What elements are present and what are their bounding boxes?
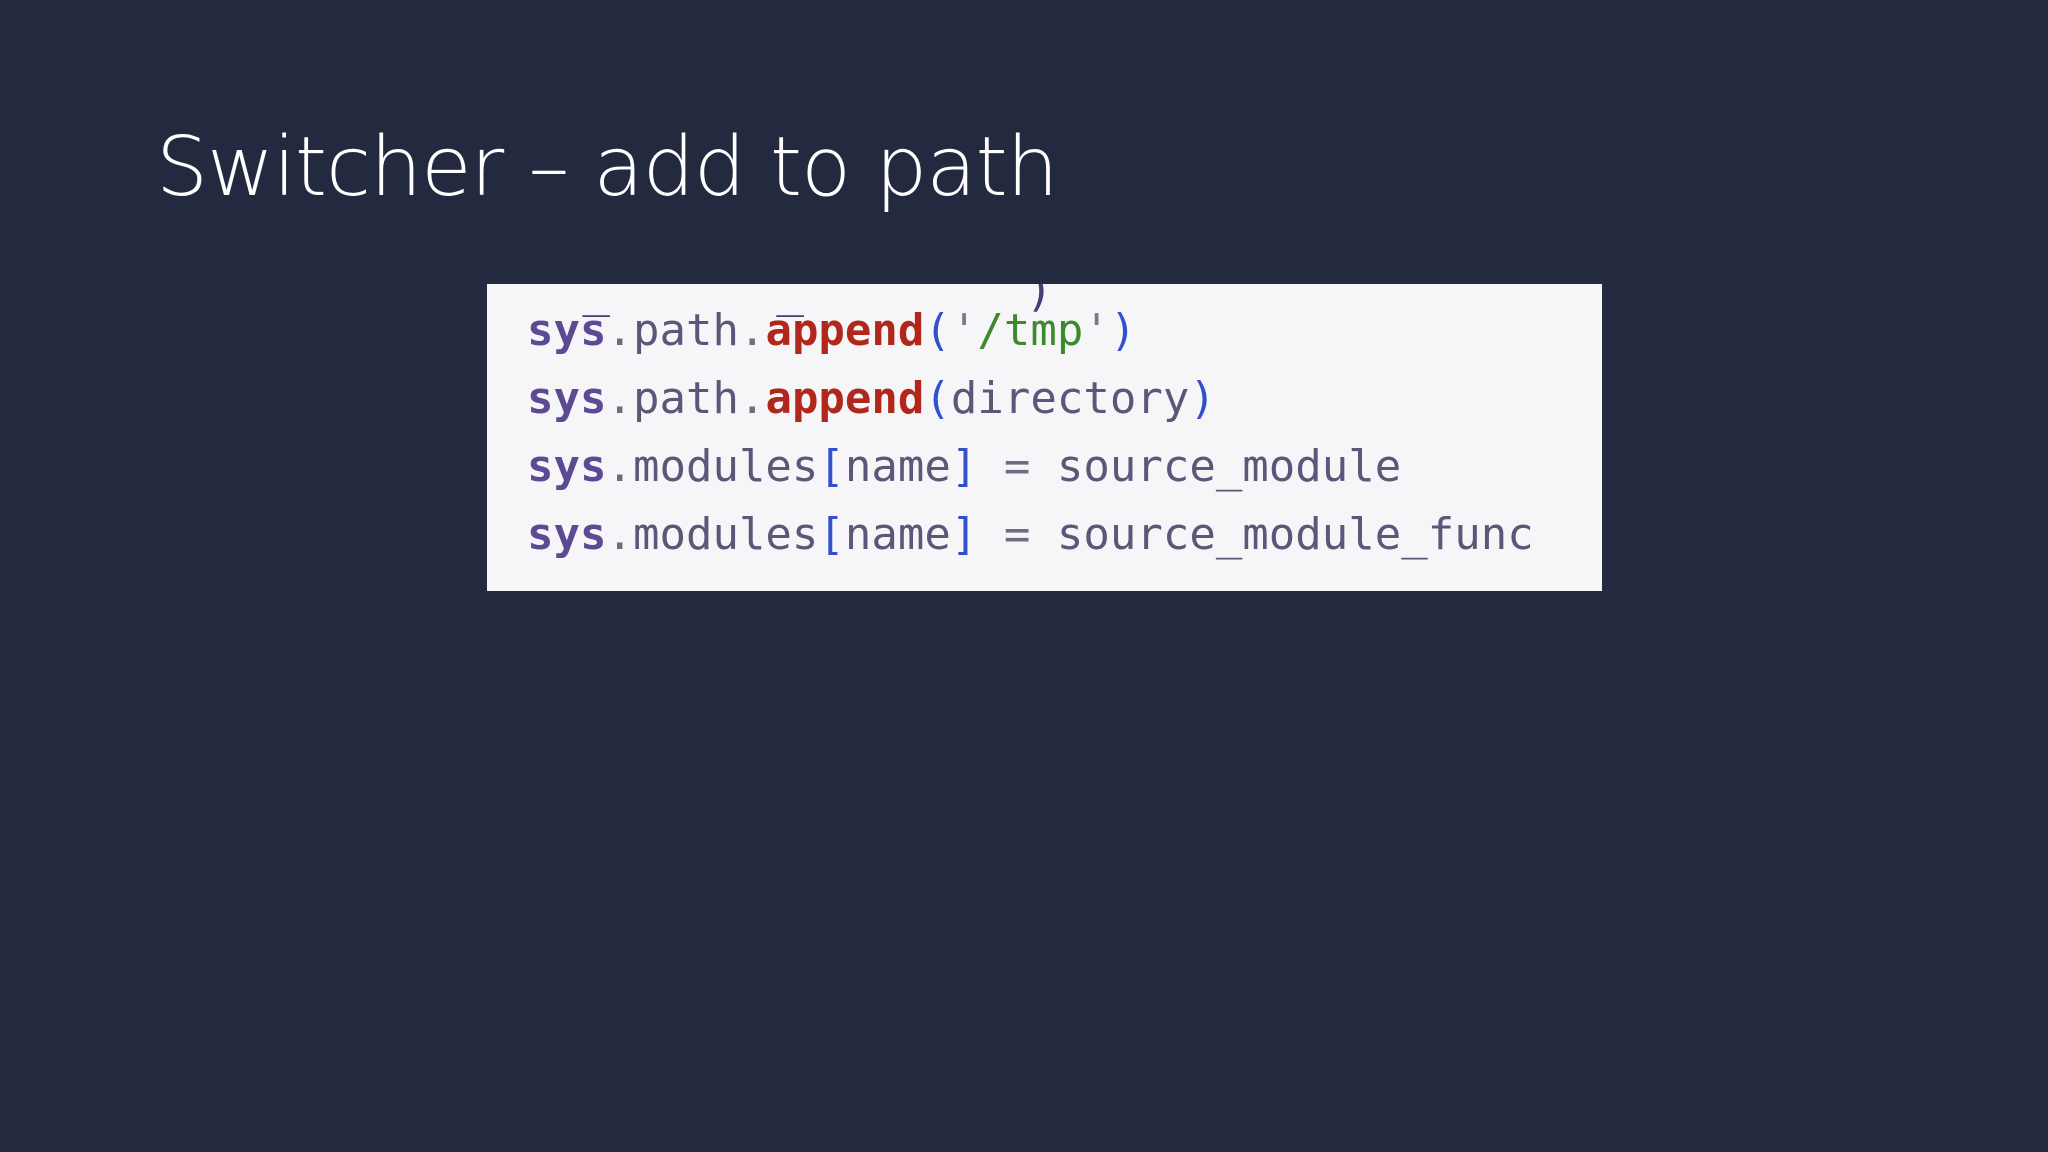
code-token-paren: ( [924, 305, 951, 356]
code-screenshot: _ _ ) sys.path.append('/tmp')sys.path.ap… [487, 284, 1602, 591]
code-token-dot: . [606, 509, 633, 560]
code-token-bracket: [ [818, 509, 845, 560]
code-token-ident: directory [950, 373, 1190, 424]
code-token-dot: . [606, 441, 633, 492]
code-token-paren: ) [1189, 373, 1216, 424]
code-line-3: sys.modules[name] = source_module [527, 433, 1534, 501]
code-token-name: name [844, 509, 951, 560]
code-token-paren: ( [924, 373, 951, 424]
code-line-2: sys.path.append(directory) [527, 365, 1534, 433]
code-token-dot: . [738, 305, 766, 356]
code-line-1: sys.path.append('/tmp') [527, 297, 1534, 365]
code-token-dot: . [738, 373, 766, 424]
code-token-attr: path [632, 305, 739, 356]
code-lines: sys.path.append('/tmp')sys.path.append(d… [527, 297, 1534, 569]
code-token-bracket: [ [818, 441, 845, 492]
code-token-paren: ) [1109, 305, 1137, 356]
code-token-bracket: ] [950, 441, 978, 492]
code-token-name: name [844, 441, 951, 492]
code-token-method: append [765, 373, 925, 424]
code-token-quote: ' [950, 305, 978, 356]
slide-title: Switcher – add to path [156, 120, 1059, 215]
code-token-method: append [765, 305, 925, 356]
code-token-str: /tmp [977, 305, 1084, 356]
code-token-attr: modules [632, 441, 819, 492]
code-token-op: = [977, 509, 1057, 560]
code-token-op: = [977, 441, 1057, 492]
code-cutoff-line: _ _ ) [527, 284, 1054, 317]
code-token-attr: modules [632, 509, 819, 560]
code-token-sys: sys [527, 509, 607, 560]
code-token-attr: path [632, 373, 739, 424]
code-token-bracket: ] [950, 509, 978, 560]
code-token-quote: ' [1083, 305, 1110, 356]
code-token-dot: . [606, 373, 633, 424]
code-token-sys: sys [527, 305, 607, 356]
code-line-4: sys.modules[name] = source_module_func [527, 501, 1534, 569]
code-token-sys: sys [527, 373, 607, 424]
code-token-ident: source_module_func [1056, 509, 1534, 560]
code-token-ident: source_module [1056, 441, 1402, 492]
code-token-sys: sys [527, 441, 607, 492]
code-token-dot: . [606, 305, 633, 356]
